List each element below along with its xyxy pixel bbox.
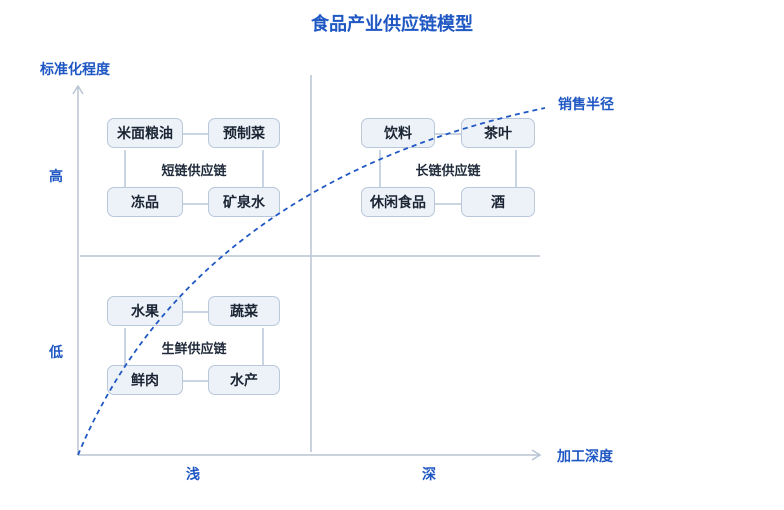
y-axis-arrow <box>72 84 84 95</box>
node-tea: 茶叶 <box>461 118 535 148</box>
node-aquatic-products: 水产 <box>208 365 280 395</box>
node-frozen-food: 冻品 <box>107 187 183 217</box>
x-tick-deep: 深 <box>422 467 436 483</box>
x-axis-label: 加工深度 <box>557 449 613 465</box>
page-title: 食品产业供应链模型 <box>311 14 473 35</box>
node-prepared-dishes: 预制菜 <box>208 118 280 148</box>
node-vegetables: 蔬菜 <box>208 296 280 326</box>
node-fresh-meat: 鲜肉 <box>107 365 183 395</box>
group-label-short-chain: 短链供应链 <box>161 164 227 179</box>
node-beverages: 饮料 <box>361 118 435 148</box>
node-fruit: 水果 <box>107 296 183 326</box>
node-mineral-water: 矿泉水 <box>208 187 280 217</box>
x-tick-shallow: 浅 <box>186 467 200 483</box>
group-label-long-chain: 长链供应链 <box>415 164 481 179</box>
node-grain-oil: 米面粮油 <box>107 118 183 148</box>
node-liquor: 酒 <box>461 187 535 217</box>
curve-label: 销售半径 <box>558 97 614 113</box>
y-tick-low: 低 <box>49 345 63 361</box>
group-label-fresh-chain: 生鲜供应链 <box>161 342 227 357</box>
y-tick-high: 高 <box>49 169 63 185</box>
y-axis-label: 标准化程度 <box>40 62 110 78</box>
node-snacks: 休闲食品 <box>361 187 435 217</box>
